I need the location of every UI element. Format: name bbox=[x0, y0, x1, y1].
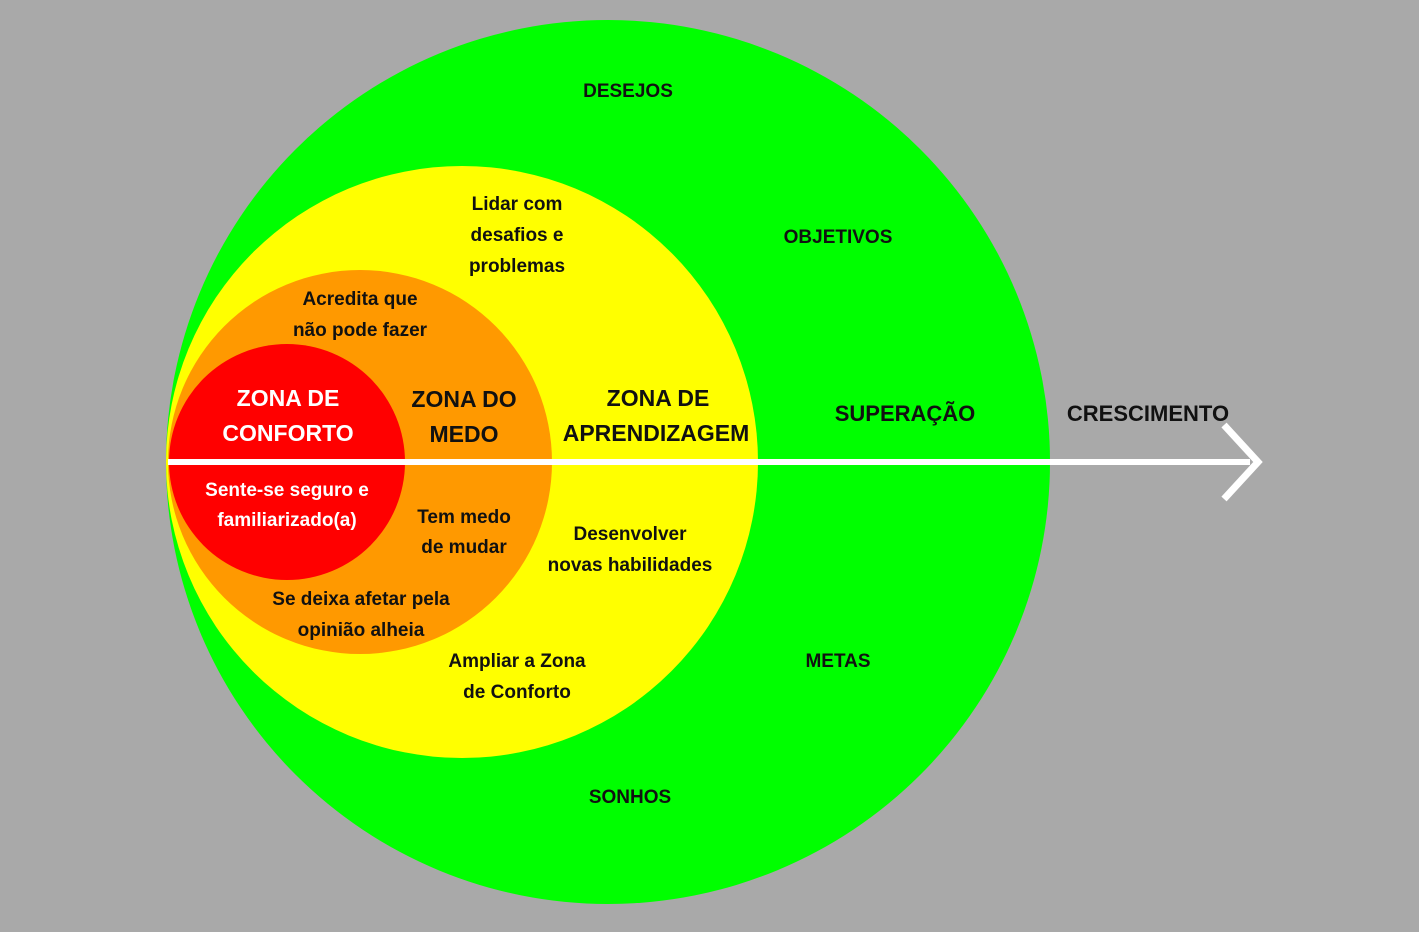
learning-zone-title-line2: APRENDIZAGEM bbox=[563, 420, 750, 446]
learning-zone-mid-line1: Desenvolver bbox=[573, 524, 687, 545]
learning-zone-top-line1: Lidar com bbox=[472, 194, 563, 215]
comfort-zone-desc-line1: Sente-se seguro e bbox=[205, 480, 369, 501]
arrow-label-crescimento: CRESCIMENTO bbox=[1067, 401, 1229, 426]
learning-zone-bottom-line1: Ampliar a Zona bbox=[448, 651, 586, 672]
comfort-zone-title-line1: ZONA DE bbox=[237, 385, 340, 411]
fear-zone-title-line2: MEDO bbox=[430, 421, 499, 447]
learning-zone-top-line3: problemas bbox=[469, 256, 565, 277]
fear-zone-bottom-line2: opinião alheia bbox=[298, 620, 425, 641]
growth-label-sonhos: SONHOS bbox=[589, 787, 671, 808]
learning-zone-top-line2: desafios e bbox=[471, 225, 564, 246]
comfort-zone-desc-line2: familiarizado(a) bbox=[217, 510, 356, 531]
fear-zone-top-line2: não pode fazer bbox=[293, 320, 428, 341]
growth-label-objetivos: OBJETIVOS bbox=[784, 227, 893, 248]
growth-label-superacao: SUPERAÇÃO bbox=[835, 401, 976, 426]
learning-zone-mid-line2: novas habilidades bbox=[548, 555, 713, 576]
fear-zone-bottom-line1: Se deixa afetar pela bbox=[272, 589, 450, 610]
growth-label-desejos: DESEJOS bbox=[583, 81, 673, 102]
fear-zone-mid-line1: Tem medo bbox=[417, 507, 511, 528]
learning-zone-title-line1: ZONA DE bbox=[607, 385, 710, 411]
growth-arrow-head-icon bbox=[1221, 422, 1263, 502]
fear-zone-mid-line2: de mudar bbox=[421, 537, 507, 558]
fear-zone-top-line1: Acredita que bbox=[302, 289, 417, 310]
learning-zone-bottom-line2: de Conforto bbox=[463, 682, 571, 703]
fear-zone-title-line1: ZONA DO bbox=[411, 386, 516, 412]
growth-label-metas: METAS bbox=[805, 651, 870, 672]
comfort-zone-title-line2: CONFORTO bbox=[222, 420, 353, 446]
